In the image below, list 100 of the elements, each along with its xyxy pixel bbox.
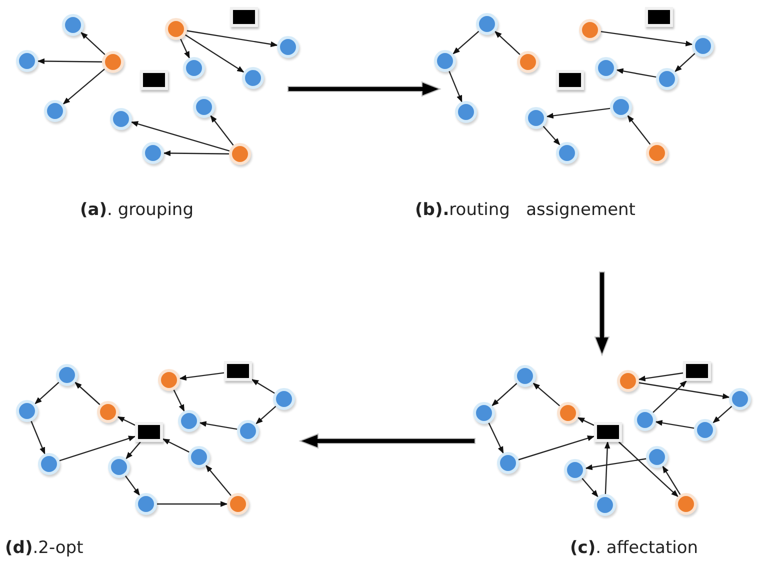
- arrow: [125, 476, 140, 496]
- arrow: [712, 406, 732, 424]
- arrow: [652, 380, 687, 413]
- arrow: [210, 115, 234, 146]
- customer-dot: [564, 459, 586, 481]
- arrow: [117, 416, 136, 426]
- panel-caption: (c). affectation: [570, 538, 698, 558]
- arrow: [604, 441, 610, 494]
- depot-customer-dot: [165, 18, 187, 40]
- arrow: [627, 115, 651, 145]
- customer-dot: [237, 420, 259, 442]
- panel-caption: (b).routing assignement: [415, 200, 636, 220]
- arrow: [492, 382, 518, 406]
- depot-customer-dot: [646, 142, 668, 164]
- arrow: [184, 34, 244, 73]
- arrow: [532, 382, 560, 406]
- arrow: [130, 121, 230, 152]
- depot-customer-dot: [227, 493, 249, 515]
- customer-dot: [277, 36, 299, 58]
- arrow: [37, 58, 102, 64]
- arrow: [80, 32, 106, 55]
- arrow: [163, 150, 229, 156]
- arrow: [206, 464, 232, 496]
- arrow: [62, 68, 105, 104]
- customer-dot: [434, 50, 456, 72]
- arrow: [179, 372, 224, 381]
- customer-dot: [62, 14, 84, 36]
- arrow: [518, 436, 595, 460]
- depot-customer-dot: [97, 401, 119, 423]
- arrow: [30, 420, 46, 454]
- depot-square: [556, 70, 584, 90]
- arrow: [674, 53, 696, 72]
- customer-dot: [44, 100, 66, 122]
- customer-dot: [242, 67, 264, 89]
- customer-dot: [473, 402, 495, 424]
- customer-dot: [188, 446, 210, 468]
- arrow: [256, 406, 276, 424]
- depot-square: [594, 422, 622, 442]
- arrow: [162, 438, 190, 453]
- customer-dot: [110, 108, 132, 130]
- depot-customer-dot: [158, 369, 180, 391]
- arrow: [448, 70, 462, 102]
- arrow: [59, 436, 136, 462]
- customer-dot: [692, 35, 714, 57]
- depot-customer-dot: [579, 19, 601, 41]
- customer-dot: [183, 57, 205, 79]
- customer-dot: [497, 452, 519, 474]
- arrow: [616, 68, 656, 78]
- arrow: [186, 30, 278, 48]
- arrow: [582, 478, 598, 498]
- depot-square: [645, 7, 673, 27]
- arrow: [34, 382, 60, 404]
- customer-dot: [178, 410, 200, 432]
- customer-dot: [16, 50, 38, 72]
- depot-customer-dot: [617, 370, 639, 392]
- arrow: [600, 30, 693, 46]
- customer-dot: [455, 101, 477, 123]
- depot-square: [224, 361, 252, 381]
- arrow: [126, 442, 141, 460]
- customer-dot: [634, 409, 656, 431]
- arrow: [494, 31, 520, 55]
- customer-dot: [656, 68, 678, 90]
- customer-dot: [594, 494, 616, 516]
- customer-dot: [646, 446, 668, 468]
- customer-dot: [142, 142, 164, 164]
- arrow: [618, 442, 678, 498]
- customer-dot: [135, 493, 157, 515]
- arrow: [638, 382, 730, 400]
- depot-customer-dot: [675, 493, 697, 515]
- depot-square: [230, 7, 258, 27]
- arrow: [251, 379, 275, 394]
- customer-dot: [16, 400, 38, 422]
- arrow: [173, 390, 185, 412]
- arrow: [655, 420, 694, 429]
- customer-dot: [514, 365, 536, 387]
- customer-dot: [694, 419, 716, 441]
- arrow: [74, 382, 100, 406]
- depot-customer-dot: [557, 402, 579, 424]
- customer-dot: [108, 456, 130, 478]
- customer-dot: [610, 96, 632, 118]
- depot-customer-dot: [102, 51, 124, 73]
- customer-dot: [556, 142, 578, 164]
- arrow: [577, 417, 594, 426]
- customer-dot: [729, 388, 751, 410]
- depot-square: [135, 422, 163, 442]
- customer-dot: [56, 364, 78, 386]
- arrow: [452, 30, 480, 54]
- arrow: [662, 466, 681, 495]
- panel-caption: (a). grouping: [80, 200, 194, 220]
- arrow: [638, 372, 684, 382]
- arrow: [542, 126, 560, 146]
- customer-dot: [525, 107, 547, 129]
- customer-dot: [193, 96, 215, 118]
- depot-square: [683, 361, 711, 381]
- arrow: [199, 421, 238, 430]
- customer-dot: [38, 453, 60, 475]
- panel-caption: (d).2-opt: [5, 538, 84, 558]
- depot-square: [140, 70, 168, 90]
- arrow: [157, 501, 228, 507]
- customer-dot: [273, 388, 295, 410]
